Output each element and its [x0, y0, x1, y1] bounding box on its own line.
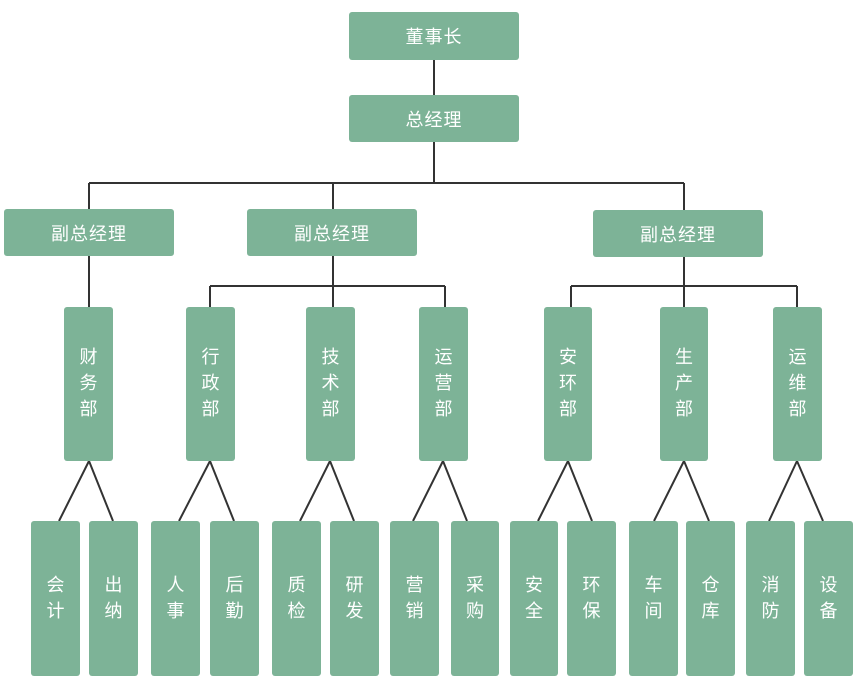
department-label: 安环部: [559, 347, 577, 420]
sub-unit-label: 环保: [582, 574, 601, 622]
vice-manager-label: 副总经理: [294, 223, 370, 245]
department-box-admin: 行政部: [186, 307, 235, 461]
sub-unit-box: 出纳: [89, 521, 138, 676]
sub-unit-label: 人事: [166, 574, 185, 622]
department-box-safety: 安环部: [544, 307, 592, 461]
department-label: 行政部: [201, 347, 220, 420]
department-label: 运营部: [434, 347, 453, 420]
chairman-label: 董事长: [405, 27, 463, 48]
sub-unit-label: 车间: [644, 574, 663, 622]
vice-manager-box-2: 副总经理: [247, 209, 417, 256]
sub-unit-box: 研发: [330, 521, 379, 676]
department-label: 技术部: [321, 347, 340, 420]
sub-unit-label: 安全: [525, 574, 543, 622]
sub-unit-label: 研发: [345, 574, 364, 622]
sub-unit-box: 营销: [390, 521, 439, 676]
sub-unit-label: 质检: [287, 574, 306, 622]
sub-unit-label: 营销: [405, 574, 424, 622]
general-manager-label: 总经理: [405, 109, 463, 131]
department-box-tech: 技术部: [306, 307, 355, 461]
vice-manager-label: 副总经理: [51, 223, 127, 245]
sub-unit-label: 出纳: [104, 574, 123, 622]
department-label: 生产部: [675, 347, 693, 420]
sub-unit-box: 消防: [746, 521, 795, 676]
sub-unit-label: 采购: [466, 574, 484, 622]
department-label: 财务部: [79, 347, 98, 420]
vice-manager-box-1: 副总经理: [4, 209, 174, 256]
sub-unit-box: 人事: [151, 521, 200, 676]
sub-unit-box: 会计: [31, 521, 80, 676]
sub-unit-box: 设备: [804, 521, 853, 676]
sub-unit-box: 车间: [629, 521, 678, 676]
department-box-finance: 财务部: [64, 307, 113, 461]
vice-manager-label: 副总经理: [640, 224, 716, 246]
sub-unit-box: 仓库: [686, 521, 735, 676]
sub-unit-label: 后勤: [225, 574, 244, 622]
general-manager-box: 总经理: [349, 95, 519, 142]
chairman-box: 董事长: [349, 12, 519, 60]
sub-unit-label: 会计: [46, 574, 65, 622]
sub-unit-box: 后勤: [210, 521, 259, 676]
department-box-operations: 运营部: [419, 307, 468, 461]
sub-unit-label: 设备: [819, 574, 838, 622]
sub-unit-label: 消防: [761, 574, 780, 622]
sub-unit-box: 采购: [451, 521, 499, 676]
department-box-production: 生产部: [660, 307, 708, 461]
vice-manager-box-3: 副总经理: [593, 210, 763, 257]
department-box-maintenance: 运维部: [773, 307, 822, 461]
sub-unit-label: 仓库: [701, 574, 720, 622]
department-label: 运维部: [788, 347, 807, 420]
sub-unit-box: 环保: [567, 521, 616, 676]
sub-unit-box: 质检: [272, 521, 321, 676]
sub-unit-box: 安全: [510, 521, 558, 676]
